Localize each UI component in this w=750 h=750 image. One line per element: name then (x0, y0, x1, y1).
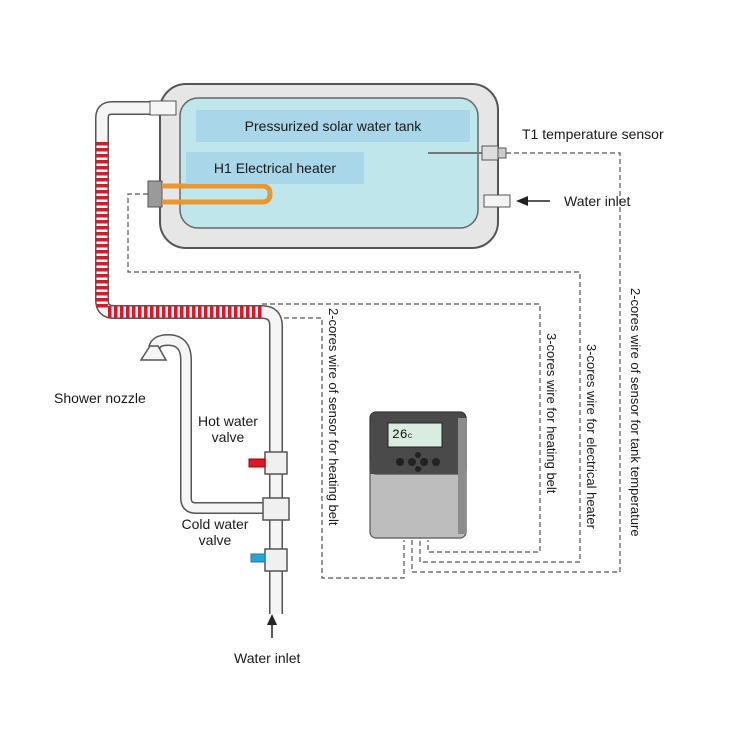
cold-valve-label-line1: Cold water (181, 516, 249, 532)
wire-heating-belt-sensor (284, 317, 405, 579)
tee-junction (262, 497, 290, 521)
water-inlet-bottom-arrow (267, 614, 277, 638)
water-inlet-bottom-label: Water inlet (234, 650, 301, 666)
wire-heating-belt (262, 303, 541, 553)
wire-heater-loop (127, 193, 581, 563)
wire-tank-sensor-label: 2-cores wire of sensor for tank temperat… (628, 288, 643, 537)
hot-valve-label-line1: Hot water (198, 413, 258, 429)
wire-heating-belt-sensor-label: 2-cores wire of sensor for heating belt (326, 308, 341, 526)
controller-buttons (396, 452, 440, 472)
controller-display-value: 26 (392, 427, 408, 442)
cold-valve-label: Cold water valve (172, 516, 258, 548)
cold-valve-label-line2: valve (198, 532, 232, 548)
tank-label-box: Pressurized solar water tank (196, 110, 470, 142)
wire-tank-sensor (411, 152, 621, 573)
tank-label: Pressurized solar water tank (244, 118, 422, 134)
shower-nozzle-label: Shower nozzle (54, 390, 146, 406)
hot-valve-label: Hot water valve (188, 413, 268, 445)
hot-valve-label-line2: valve (211, 429, 245, 445)
t1-sensor-label: T1 temperature sensor (522, 126, 664, 142)
heater-element (147, 180, 273, 208)
water-inlet-top-label: Water inlet (564, 193, 631, 209)
solar-controller (369, 411, 467, 539)
controller-display-text: 26c (392, 427, 412, 442)
shower-nozzle-head (139, 345, 168, 361)
cold-water-valve (250, 548, 288, 572)
shower-pipe (148, 334, 268, 514)
wire-electrical-heater-label: 3-cores wire for electrical heater (584, 344, 599, 529)
water-inlet-top-arrow (516, 196, 550, 206)
hot-water-pipe (95, 100, 283, 614)
controller-display-unit: c (407, 432, 413, 441)
tank-inlet-stub (483, 194, 511, 208)
controller-screen (387, 422, 443, 448)
heater-label: H1 Electrical heater (213, 160, 337, 176)
wire-heating-belt-label: 3-cores wire for heating belt (544, 333, 559, 494)
t1-sensor-probe (428, 145, 507, 161)
heater-label-box: H1 Electrical heater (186, 152, 364, 184)
hot-water-valve (248, 451, 288, 475)
